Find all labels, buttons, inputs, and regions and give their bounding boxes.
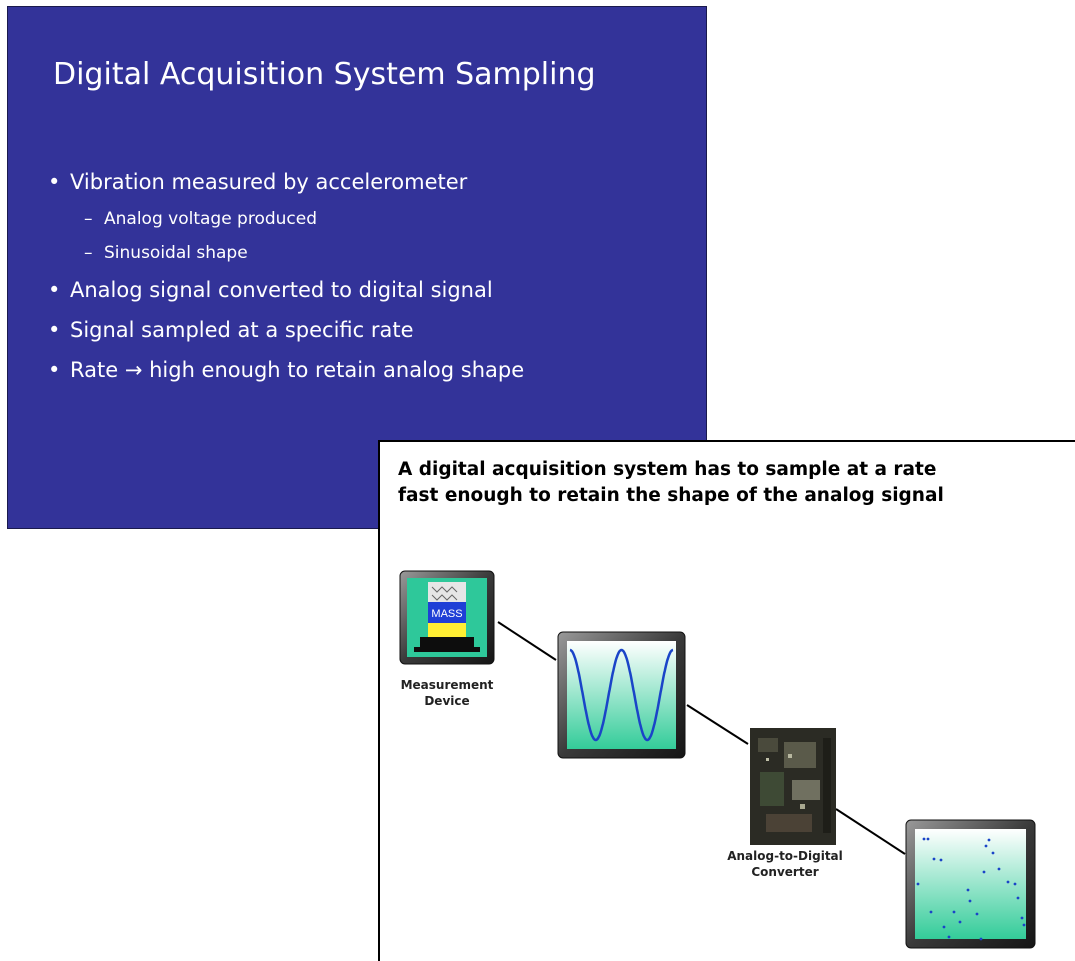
sample-point xyxy=(982,870,986,874)
sample-point xyxy=(932,857,936,861)
sample-point xyxy=(991,851,995,855)
bullet-list: •Vibration measured by accelerometer –An… xyxy=(48,162,524,390)
sub-bullet-item: –Analog voltage produced xyxy=(84,209,318,229)
sample-point xyxy=(975,912,979,916)
adc-label: Analog-to-Digital Converter xyxy=(727,849,843,879)
sample-point xyxy=(1022,923,1026,927)
adc-board-icon xyxy=(750,728,836,845)
sample-point xyxy=(952,910,956,914)
sample-point xyxy=(947,935,951,939)
sample-point xyxy=(942,925,946,929)
bullet-item: •Rate → high enough to retain analog sha… xyxy=(48,358,525,382)
bullet-item: •Vibration measured by accelerometer xyxy=(48,170,468,194)
sample-point xyxy=(916,882,920,886)
sample-point xyxy=(987,838,991,842)
figure-panel: A digital acquisition system has to samp… xyxy=(378,440,1075,961)
digital-sample-display xyxy=(905,819,1036,949)
sample-point xyxy=(922,837,926,841)
bullet-item: •Analog signal converted to digital sign… xyxy=(48,278,493,302)
sample-points xyxy=(916,837,1026,941)
sample-point xyxy=(979,937,983,941)
slide-panel: Digital Acquisition System Sampling •Vib… xyxy=(7,6,707,529)
slide-title: Digital Acquisition System Sampling xyxy=(53,57,596,92)
sample-point xyxy=(1016,896,1020,900)
sample-point xyxy=(968,899,972,903)
bullet-item: •Signal sampled at a specific rate xyxy=(48,318,414,342)
signal-chain-diagram: MASS xyxy=(399,570,1036,949)
sine-wave-line xyxy=(569,648,674,742)
sample-point xyxy=(966,888,970,892)
measurement-device-icon: MASS xyxy=(399,570,495,665)
sample-point xyxy=(997,867,1001,871)
sample-point xyxy=(929,910,933,914)
sub-bullet-item: –Sinusoidal shape xyxy=(84,243,248,263)
sample-point xyxy=(1006,880,1010,884)
figure-caption: A digital acquisition system has to samp… xyxy=(398,459,944,506)
connector-lines xyxy=(497,621,906,855)
sample-point xyxy=(1013,882,1017,886)
analog-waveform-display xyxy=(557,631,686,759)
svg-text:MASS: MASS xyxy=(431,608,462,620)
sample-point xyxy=(984,844,988,848)
sample-point xyxy=(926,837,930,841)
sample-point xyxy=(1020,916,1024,920)
measurement-device-label: Measurement Device xyxy=(400,678,494,708)
sample-point xyxy=(939,858,943,862)
sample-point xyxy=(958,920,962,924)
